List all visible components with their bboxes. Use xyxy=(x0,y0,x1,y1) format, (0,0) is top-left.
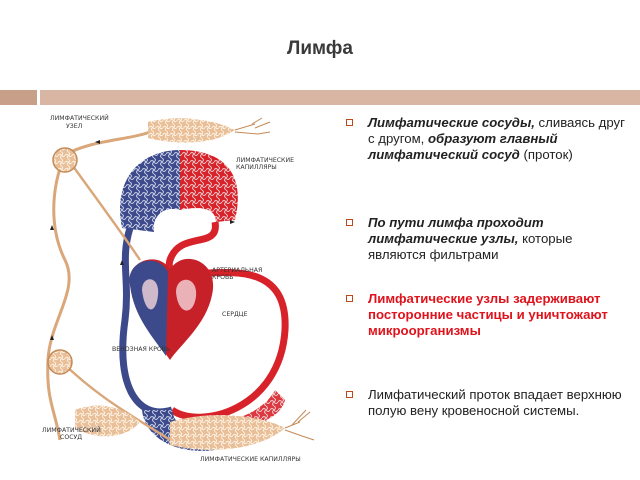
bullet-marker-icon xyxy=(346,219,353,226)
bullet-item: По пути лимфа проходит лимфатические узл… xyxy=(346,215,626,291)
title-divider-right xyxy=(40,90,640,105)
lymphatic-system-diagram: ЛИМФАТИЧЕСКИЙ УЗЕЛ ЛИМФАТИЧЕСКИЕ КАПИЛЛЯ… xyxy=(30,110,330,470)
label-lymph-capillaries-bottom: ЛИМФАТИЧЕСКИЕ КАПИЛЛЯРЫ xyxy=(200,456,301,463)
lymph-node-upper xyxy=(52,147,78,173)
lymph-vessel-bottom xyxy=(59,359,171,441)
label-lymph-vessel-2: СОСУД xyxy=(60,434,82,441)
bullet-item: Лимфатические сосуды, сливаясь друг с др… xyxy=(346,115,626,215)
slide-title: Лимфа xyxy=(286,38,353,59)
label-arterial-blood-2: КРОВЬ xyxy=(212,274,233,281)
lymph-capillary-bottom xyxy=(170,415,285,450)
bullet-item: Лимфатические узлы задерживают посторонн… xyxy=(346,291,626,387)
upper-capillary-arterial xyxy=(180,150,238,222)
bullet-item: Лимфатический проток впадает верхнюю пол… xyxy=(346,387,626,419)
lymph-capillary-left xyxy=(75,405,140,437)
label-lymph-capillaries-top: ЛИМФАТИЧЕСКИЕ xyxy=(236,157,294,164)
bullet-list: Лимфатические сосуды, сливаясь друг с др… xyxy=(346,115,626,419)
label-lymph-vessel: ЛИМФАТИЧЕСКИЙ xyxy=(42,425,101,434)
lymph-node-lower xyxy=(47,349,73,375)
bullet-marker-icon xyxy=(346,119,353,126)
upper-capillary-venous xyxy=(119,150,180,232)
venous-vessel xyxy=(119,226,174,416)
label-lymph-node: ЛИМФАТИЧЕСКИЙ xyxy=(50,113,109,122)
lymph-capillary-top xyxy=(148,118,235,143)
label-lymph-capillaries-top-2: КАПИЛЛЯРЫ xyxy=(236,164,277,171)
bullet-marker-icon xyxy=(346,295,353,302)
label-lymph-node-2: УЗЕЛ xyxy=(66,123,83,130)
heart xyxy=(129,258,214,360)
lymph-vessel-top xyxy=(64,130,151,157)
label-venous-blood: ВЕНОЗНАЯ КРОВЬ xyxy=(112,346,170,353)
label-heart: СЕРДЦЕ xyxy=(222,311,248,318)
bullet-marker-icon xyxy=(346,391,353,398)
title-divider-left xyxy=(0,90,37,105)
lymph-vessel-main xyxy=(46,154,71,441)
arterial-vessel xyxy=(165,221,289,421)
label-arterial-blood: АРТЕРИАЛЬНАЯ xyxy=(212,267,262,274)
